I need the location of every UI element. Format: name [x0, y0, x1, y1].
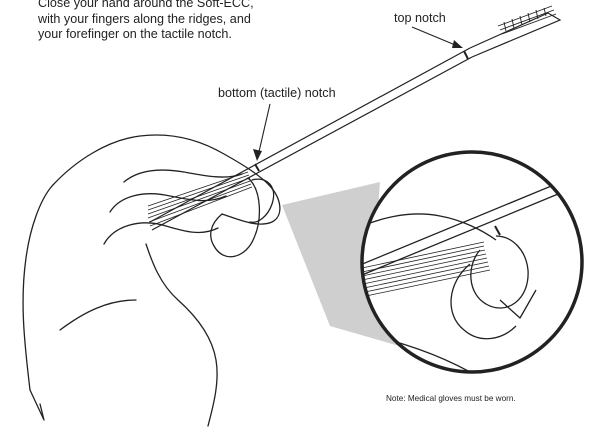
bristle-head	[498, 6, 556, 34]
top-notch-mark	[464, 51, 468, 59]
top-notch-arrowhead	[452, 40, 463, 48]
top-notch-label: top notch	[394, 11, 446, 25]
bottom-notch-arrowhead	[253, 149, 262, 161]
grip-ridges	[148, 172, 252, 226]
hand	[23, 135, 280, 426]
gloves-note: Note: Medical gloves must be worn.	[386, 394, 516, 403]
bottom-notch-leader	[258, 104, 270, 156]
bottom-notch-mark	[255, 164, 259, 171]
top-notch-leader	[412, 27, 460, 47]
bottom-notch-label: bottom (tactile) notch	[218, 86, 336, 100]
instruction-text: Close your hand around the Soft-ECC, wit…	[38, 0, 254, 43]
